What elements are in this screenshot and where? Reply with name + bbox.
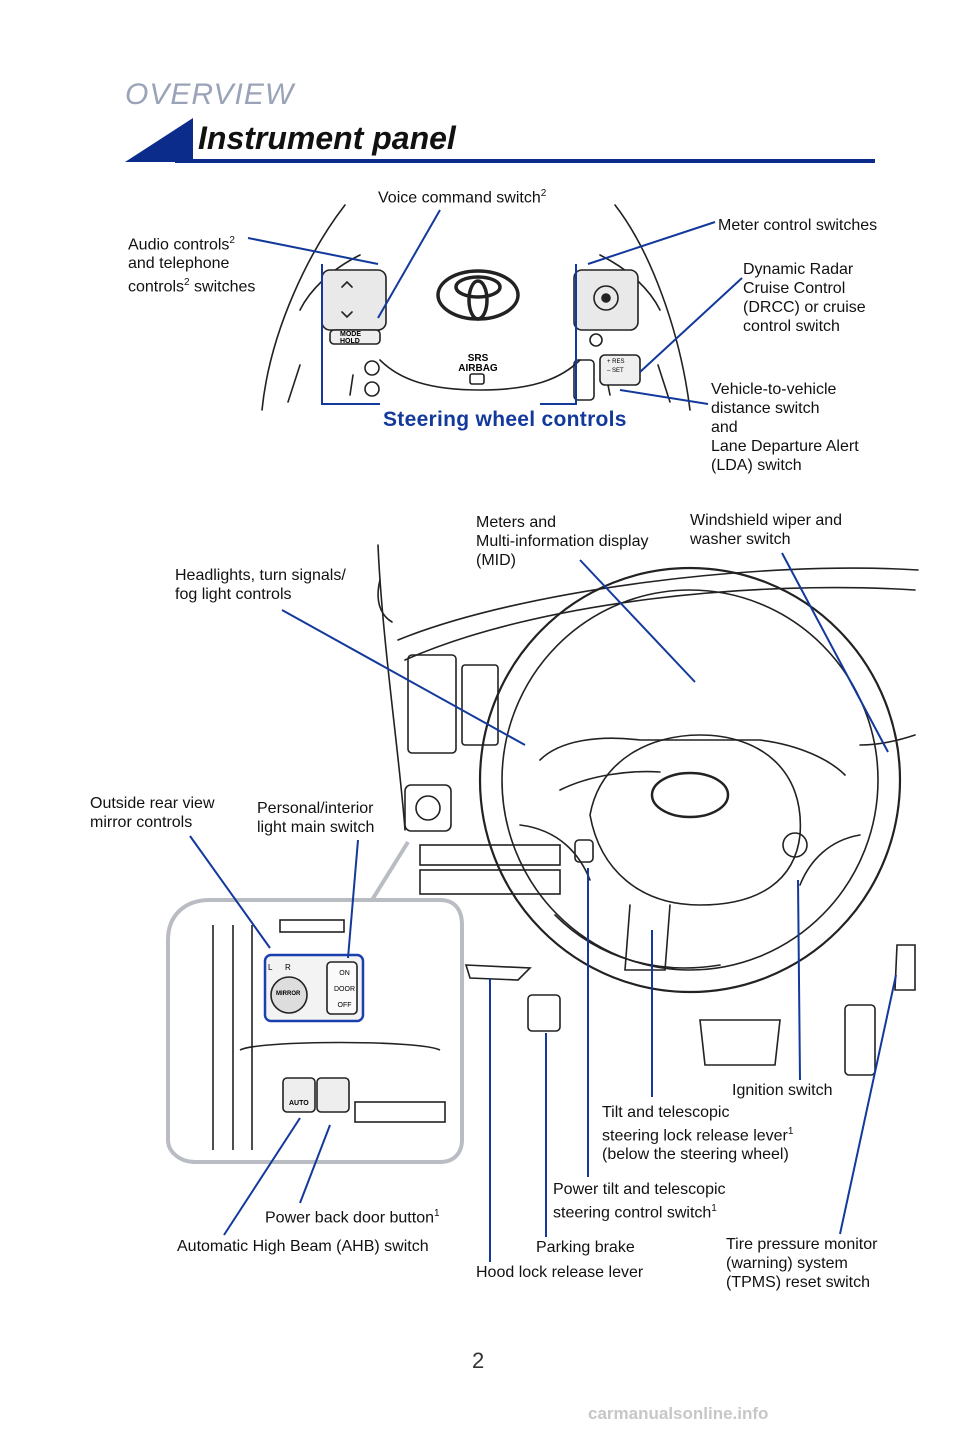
headlights-label: Headlights, turn signals/ fog light cont… [175, 567, 346, 603]
banner-accent [125, 118, 193, 162]
hood-release-label: Hood lock release lever [476, 1264, 644, 1281]
distance-switch-label: Vehicle-to-vehicle distance switch and L… [711, 381, 859, 474]
power-back-door-label: Power back door button1 [265, 1208, 440, 1227]
drcc-label: Dynamic Radar Cruise Control (DRCC) or c… [743, 261, 866, 335]
mirror-r-text: R [285, 963, 291, 972]
meter-control-label: Meter control switches [718, 217, 878, 234]
steering-wheel-controls-title: Steering wheel controls [383, 408, 627, 431]
title-rule [175, 159, 875, 163]
ahb-switch-label: Automatic High Beam (AHB) switch [177, 1238, 429, 1255]
mirror-text: MIRROR [276, 991, 301, 997]
mirror-controls-label: Outside rear view mirror controls [90, 795, 215, 831]
res-set-text: + RES– SET [607, 359, 625, 374]
wiper-switch-label: Windshield wiper and washer switch [690, 512, 843, 548]
meters-mid-label: Meters and Multi-information display (MI… [476, 514, 649, 569]
page-number: 2 [472, 1348, 485, 1373]
ignition-switch-label: Ignition switch [732, 1082, 833, 1099]
tpms-reset-label: Tire pressure monitor (warning) system (… [726, 1236, 878, 1291]
mirror-l-text: L [268, 963, 273, 972]
audio-controls-label: Audio controls2 and telephone controls2 … [128, 235, 256, 296]
tilt-lock-lever-label: Tilt and telescopic steering lock releas… [602, 1104, 794, 1164]
auto-text: AUTO [289, 1100, 309, 1107]
interior-light-label: Personal/interior light main switch [257, 800, 375, 836]
page-title: Instrument panel [198, 120, 456, 156]
power-tilt-switch-label: Power tilt and telescopic steering contr… [553, 1181, 726, 1222]
watermark: carmanualsonline.info [588, 1404, 769, 1423]
voice-command-label: Voice command switch2 [378, 188, 547, 207]
parking-brake-label: Parking brake [536, 1239, 635, 1256]
section-title: OVERVIEW [125, 78, 295, 111]
